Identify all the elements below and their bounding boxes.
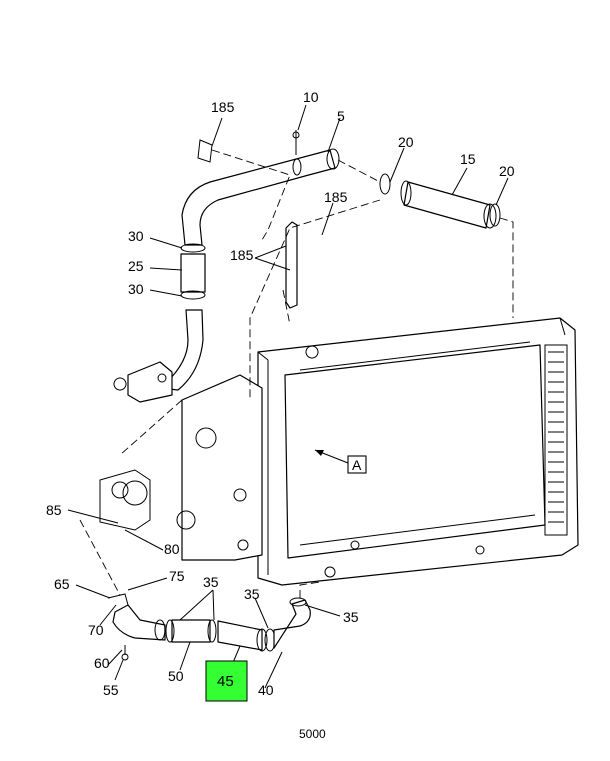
tube-15: [249, 159, 514, 398]
callout-50: 50: [168, 668, 184, 684]
callout-35-a: 35: [203, 574, 219, 590]
callout-185-top: 185: [211, 99, 235, 115]
view-a-indicator: A: [314, 449, 367, 474]
callout-70: 70: [88, 622, 104, 638]
callout-80: 80: [164, 541, 180, 557]
callout-85: 85: [46, 502, 62, 518]
callout-20-right: 20: [499, 163, 515, 179]
callout-10: 10: [303, 89, 319, 105]
view-a-label: A: [352, 457, 362, 473]
callout-30-bottom: 30: [128, 281, 144, 297]
callout-20-left: 20: [398, 134, 414, 150]
radiator-frame: [257, 317, 579, 586]
clamp-10: [292, 130, 300, 155]
figure-number: 5000: [299, 727, 326, 741]
callout-55: 55: [103, 682, 119, 698]
callout-45: 45: [217, 673, 234, 690]
callout-185-mid: 185: [324, 189, 348, 205]
callout-35-c: 35: [343, 609, 359, 625]
engine-block: [79, 374, 263, 596]
callout-15: 15: [460, 151, 476, 167]
callouts: 10 5 185 20 15 20 185 30 185 25 30 85 80…: [46, 89, 515, 698]
lower-hose: [107, 581, 321, 661]
upper-hose: [181, 139, 340, 246]
thermostat-housing: [113, 309, 204, 403]
callout-75: 75: [169, 568, 185, 584]
callout-35-b: 35: [244, 586, 260, 602]
callout-65: 65: [54, 576, 70, 592]
sleeve-25: [180, 243, 206, 300]
bracket-185: [282, 221, 298, 326]
leader-lines: [67, 104, 509, 689]
highlight-box-45: [205, 660, 248, 702]
callout-25: 25: [128, 258, 144, 274]
callout-60: 60: [94, 655, 110, 671]
callout-5: 5: [337, 108, 345, 124]
callout-40: 40: [258, 682, 274, 698]
callout-30-top: 30: [128, 228, 144, 244]
callout-185-left: 185: [230, 247, 254, 263]
